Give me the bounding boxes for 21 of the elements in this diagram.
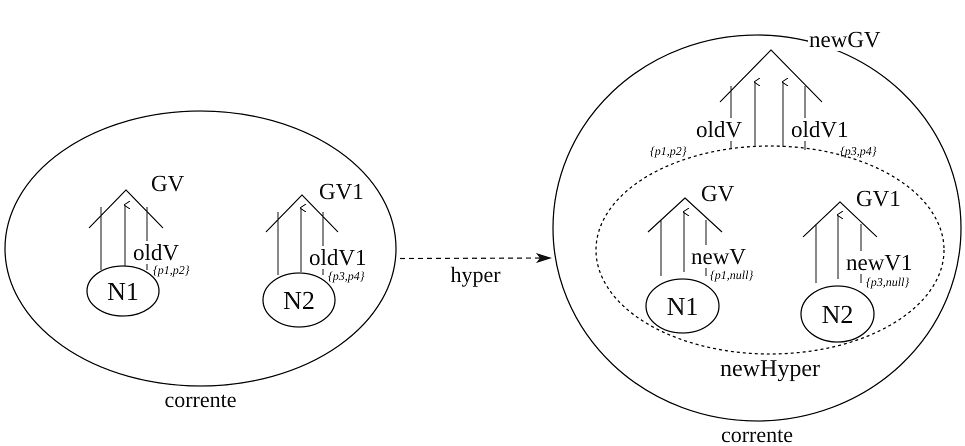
node-label: N2: [820, 302, 854, 328]
parameter-label: {p3,p4}: [328, 270, 365, 282]
variable-label: oldV1: [308, 246, 368, 269]
variable-label: oldV: [695, 118, 743, 141]
node-label: N1: [666, 294, 700, 320]
parameter-label: {p1,p2}: [650, 145, 687, 157]
parameter-label: {p1,null}: [710, 269, 754, 281]
scope-label: corrente: [720, 424, 794, 446]
node-label: N1: [106, 279, 140, 305]
parameter-label: {p1,p2}: [153, 264, 190, 276]
scope-label: corrente: [163, 389, 238, 411]
variable-label: oldV: [132, 241, 180, 264]
variable-label: newV1: [845, 251, 914, 274]
variable-label: oldV1: [790, 118, 850, 141]
arrow: [400, 253, 552, 264]
scope-label: newHyper: [719, 357, 821, 381]
parameter-label: {p3,null}: [866, 276, 910, 288]
node-label: N2: [282, 288, 316, 314]
variable-label: newV: [690, 245, 747, 268]
edge-label: hyper: [450, 264, 501, 286]
parameter-label: {p3,p4}: [840, 145, 877, 157]
